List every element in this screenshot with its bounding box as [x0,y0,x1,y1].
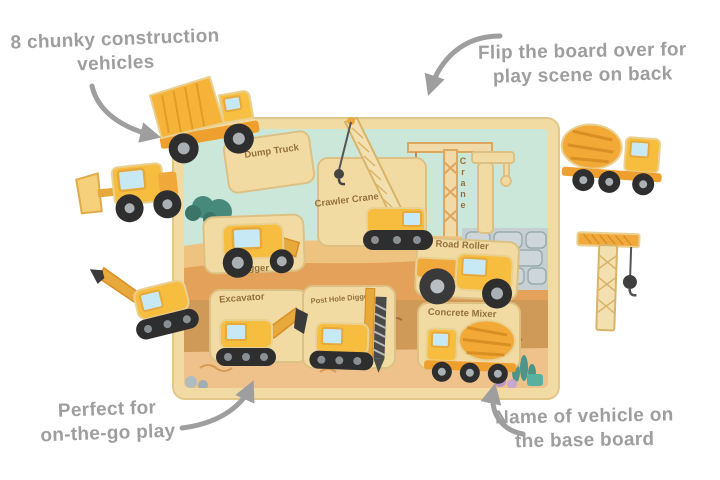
arrow-top-right [424,33,503,96]
slot-labels: Dump Truck Crawler Crane Digger Road Rol… [219,142,497,320]
road-roller-piece [414,252,514,309]
annotation-bottom-left: Perfect for on-the-go play [19,395,196,450]
annotation-bottom-right: Name of vehicle on the base board [462,403,708,456]
excavator-piece [216,306,308,366]
scene-rock [185,376,197,388]
excavator-piece-2 [89,266,199,340]
auger-tip [373,358,385,373]
annotation-top-left: 8 chunky construction vehicles [7,24,224,80]
arrow-bottom-right [480,382,526,437]
scene-rock [507,379,517,388]
brand-logo [527,374,543,386]
crane-hook [334,169,344,179]
digger-piece [221,222,301,278]
arrow-top-left [89,83,162,143]
post-hole-digger-piece [309,287,387,373]
crane-hook [622,274,637,289]
slot-label-digger: Digger [239,263,269,274]
annotation-top-right: Flip the board over for play scene on ba… [455,38,711,91]
slot-label-crane: Crane [458,156,468,211]
crawler-crane-piece [334,116,433,250]
annotation-top-right-line2: play scene on back [492,63,673,88]
front-loader-piece [75,162,182,223]
slot-crane [471,151,515,234]
excavator-bucket [89,269,105,284]
annotation-bottom-right-line2: the base board [514,429,655,453]
concrete-mixer-piece [424,319,517,384]
scene-rock [198,380,208,388]
crane-piece [576,231,641,332]
concrete-mixer-piece-2 [560,123,662,196]
slot-label-concrete-mixer: Concrete Mixer [428,307,497,320]
crane-pulley [347,117,355,125]
dump-truck-piece [148,75,260,164]
slot-label-excavator: Excavator [219,291,265,305]
arrow-bottom-left [179,380,255,431]
annotation-bottom-right-line1: Name of vehicle on [494,404,674,429]
slot-label-road-roller: Road Roller [435,239,489,253]
